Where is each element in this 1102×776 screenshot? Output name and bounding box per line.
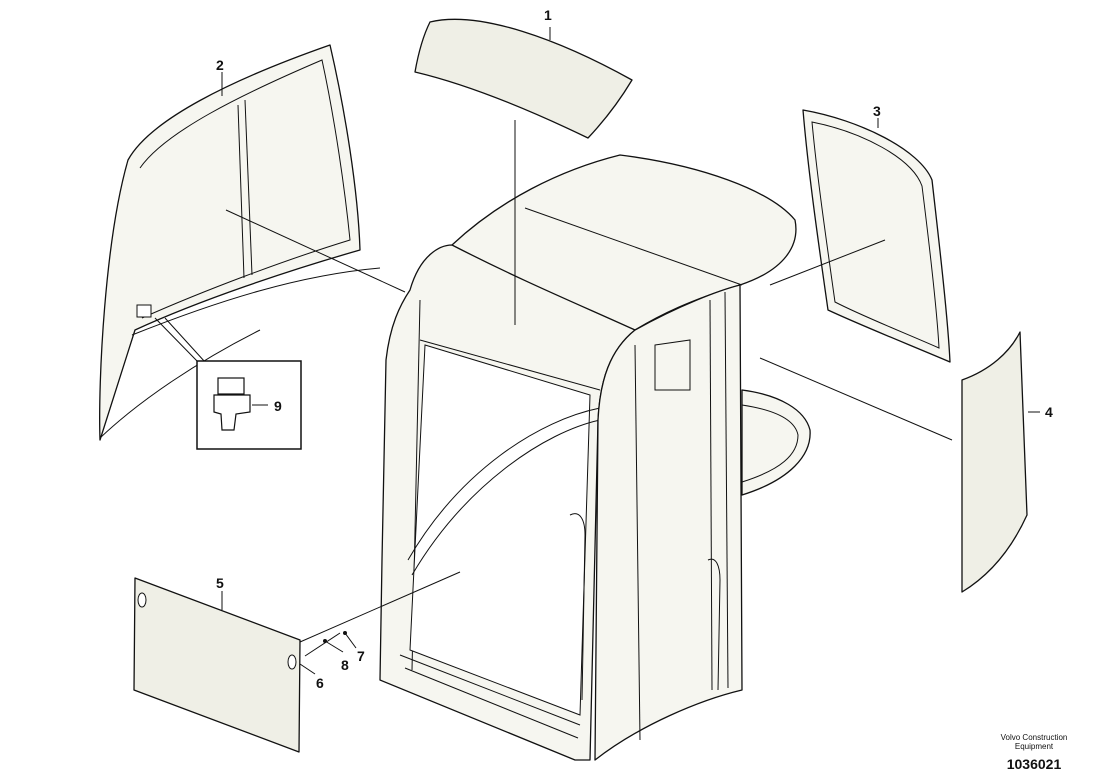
rear-window-glass-part — [961, 331, 1028, 593]
callout-5: 5 — [216, 575, 224, 591]
lower-front-glass-part — [133, 577, 301, 753]
detail-box-latch — [154, 317, 302, 450]
callout-1: 1 — [544, 7, 552, 23]
rear-side-glass-part — [802, 109, 951, 363]
leader-lines — [221, 27, 1040, 643]
sliding-side-window-part — [99, 44, 381, 441]
callout-2: 2 — [216, 57, 224, 73]
fastener-hardware — [299, 631, 357, 675]
brand-name-line2: Equipment — [1014, 742, 1054, 751]
callout-7: 7 — [357, 648, 365, 664]
callout-6: 6 — [316, 675, 324, 691]
callout-3: 3 — [873, 103, 881, 119]
cab-frame-assembly — [379, 154, 811, 761]
roof-glass-part — [414, 18, 633, 139]
callout-4: 4 — [1045, 404, 1053, 420]
brand-name-line1: Volvo Construction — [1000, 733, 1068, 742]
callout-9: 9 — [274, 398, 282, 414]
drawing-number: 1036021 — [1006, 756, 1062, 772]
brand-block: Volvo Construction Equipment 1036021 — [974, 733, 1094, 773]
callout-8: 8 — [341, 657, 349, 673]
